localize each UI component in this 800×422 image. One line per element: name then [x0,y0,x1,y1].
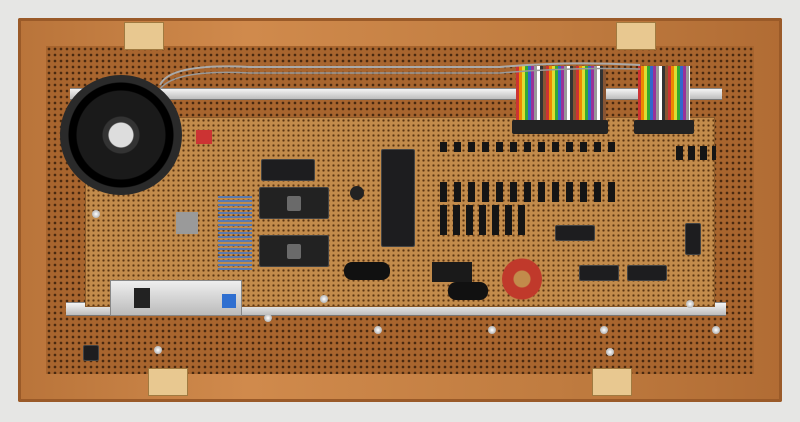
dip-switch [196,130,212,144]
ic-chip [262,160,314,180]
screw [154,346,162,354]
power-bracket [110,280,242,316]
screw [488,326,496,334]
screw [600,326,608,334]
microcontroller-chip [382,150,414,246]
ribbon-cable-left [516,66,606,124]
ribbon-cable-right [638,66,690,124]
wood-clamp-top-left [124,22,164,50]
eprom-chip [260,236,328,266]
transistor-array [440,142,620,202]
trimmer-potentiometer [222,294,236,308]
ribbon-connector-right [634,120,694,134]
screw [264,314,272,322]
screw [320,295,328,303]
transistor-array [440,205,530,235]
screw [686,300,694,308]
wood-clamp-bottom-right [592,368,632,396]
screw [374,326,382,334]
wire-bundle [159,62,641,90]
wood-clamp-bottom-left [148,368,188,396]
ribbon-connector-left [512,120,608,134]
transistor-array [676,146,716,160]
wood-clamp-top-right [616,22,656,50]
screw [92,210,100,218]
ic-chip [580,266,618,280]
ic-chip [686,224,700,254]
capacitor [350,186,364,200]
voltage-regulator [432,262,472,282]
eprom-chip [260,188,328,218]
ic-chip [556,226,594,240]
speaker [60,75,182,195]
screw [712,326,720,334]
ic-chip [628,266,666,280]
screw [606,348,614,356]
resistor-array [218,196,252,270]
capacitor [344,262,390,280]
power-jack [134,288,150,308]
buzzer [176,212,198,234]
toroid-inductor [502,258,542,300]
ic-chip [84,346,98,360]
capacitor [448,282,488,300]
